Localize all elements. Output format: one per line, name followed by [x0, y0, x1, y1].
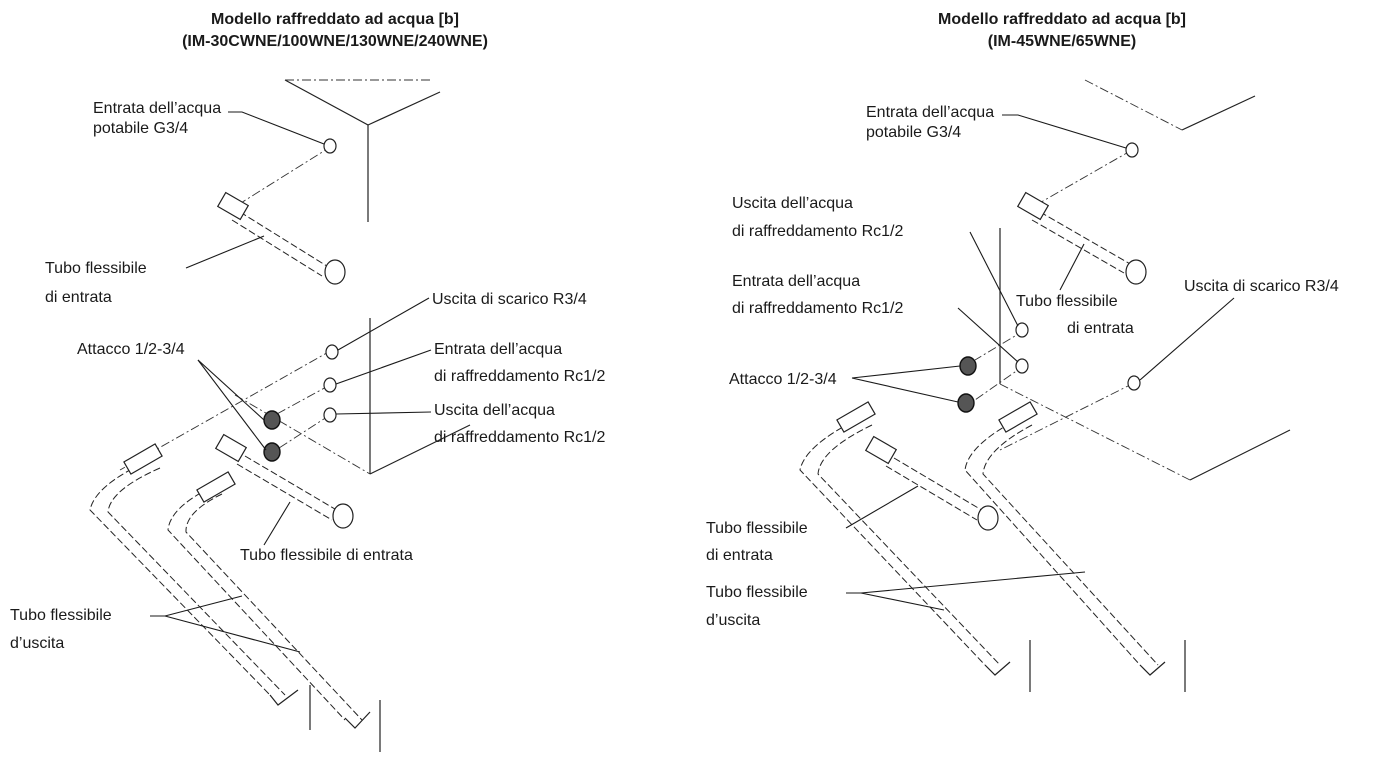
- right-label-outlet-hose-1: Tubo flessibile: [706, 584, 808, 601]
- right-label-inlet-hose-mid-1: Tubo flessibile: [1016, 293, 1118, 310]
- outlet-hose-coupling-1: [123, 443, 163, 475]
- left-upper-inlet-hose: [216, 138, 346, 285]
- right-panel: Modello raffreddato ad acqua [b] (IM-45W…: [706, 11, 1339, 692]
- right-label-inlet-hose-mid-2: di entrata: [1067, 320, 1134, 337]
- right-outlet-hoses: [799, 401, 1186, 692]
- adapter-fitting-2: [263, 442, 281, 462]
- right-label-potable-inlet-2: potabile G3/4: [866, 124, 961, 141]
- left-panel: Modello raffreddato ad acqua [b] (IM-30C…: [10, 11, 605, 752]
- right-connection-row: [957, 322, 1141, 451]
- right-title-line-1: Modello raffreddato ad acqua [b]: [938, 11, 1186, 28]
- right-drain-outlet-fitting: [1127, 375, 1141, 391]
- hose-end-fitting: [324, 259, 346, 285]
- left-label-outlet-hose-2: d’uscita: [10, 635, 64, 652]
- left-label-inlet-hose-2: di entrata: [45, 289, 112, 306]
- left-outlet-hoses: [89, 443, 381, 752]
- left-machine-outline: [234, 79, 471, 475]
- left-label-cooling-inlet-2: di raffreddamento Rc1/2: [434, 368, 605, 385]
- adapter-fitting-1: [263, 410, 281, 430]
- right-cooling-outlet-fitting: [1015, 322, 1029, 338]
- left-label-inlet-hose-bottom: Tubo flessibile di entrata: [240, 547, 413, 564]
- right-cooling-inlet-fitting: [1015, 358, 1029, 374]
- right-lower-hose-nut: [864, 435, 898, 465]
- left-label-outlet-hose-1: Tubo flessibile: [10, 607, 112, 624]
- right-upper-inlet-hose: [1016, 142, 1147, 285]
- left-title-line-1: Modello raffreddato ad acqua [b]: [211, 11, 459, 28]
- right-label-cooling-outlet-2: di raffreddamento Rc1/2: [732, 223, 903, 240]
- right-machine-outline: [999, 79, 1291, 481]
- right-label-cooling-inlet-1: Entrata dell’acqua: [732, 273, 860, 290]
- left-lower-inlet-hose: [214, 433, 354, 529]
- right-adapter-fitting-2: [957, 393, 975, 413]
- right-hose-end: [1125, 259, 1147, 285]
- right-label-cooling-inlet-2: di raffreddamento Rc1/2: [732, 300, 903, 317]
- outlet-hose-coupling-2: [196, 471, 236, 503]
- cooling-inlet-fitting: [323, 377, 337, 393]
- right-label-potable-inlet-1: Entrata dell’acqua: [866, 104, 994, 121]
- right-potable-inlet-fitting: [1125, 142, 1139, 158]
- right-hose-nut: [1016, 191, 1050, 221]
- left-label-potable-inlet-2: potabile G3/4: [93, 120, 188, 137]
- right-label-adapter: Attacco 1/2-3/4: [729, 371, 837, 388]
- left-label-adapter: Attacco 1/2-3/4: [77, 341, 185, 358]
- left-label-potable-inlet-1: Entrata dell’acqua: [93, 100, 221, 117]
- potable-inlet-fitting: [323, 138, 337, 154]
- lower-hose-nut: [214, 433, 248, 463]
- right-label-inlet-hose-1: Tubo flessibile: [706, 520, 808, 537]
- left-label-inlet-hose-1: Tubo flessibile: [45, 260, 147, 277]
- left-label-cooling-outlet-1: Uscita dell’acqua: [434, 402, 555, 419]
- right-label-cooling-outlet-1: Uscita dell’acqua: [732, 195, 853, 212]
- left-label-cooling-inlet-1: Entrata dell’acqua: [434, 341, 562, 358]
- left-label-drain-outlet: Uscita di scarico R3/4: [432, 291, 587, 308]
- drain-outlet-fitting: [325, 344, 339, 360]
- left-label-cooling-outlet-2: di raffreddamento Rc1/2: [434, 429, 605, 446]
- right-title-line-2: (IM-45WNE/65WNE): [988, 33, 1136, 50]
- right-adapter-fitting-1: [959, 356, 977, 376]
- hose-nut-fitting: [216, 191, 250, 221]
- right-lower-hose-end: [977, 505, 999, 531]
- right-lower-inlet-hose: [864, 435, 999, 531]
- left-title-line-2: (IM-30CWNE/100WNE/130WNE/240WNE): [182, 33, 488, 50]
- left-connection-row: [119, 344, 339, 471]
- right-label-inlet-hose-2: di entrata: [706, 547, 773, 564]
- right-outlet-coupling-2: [998, 401, 1038, 433]
- right-label-drain-outlet: Uscita di scarico R3/4: [1184, 278, 1339, 295]
- right-outlet-coupling-1: [836, 401, 876, 433]
- lower-hose-end: [332, 503, 354, 529]
- right-label-outlet-hose-2: d’uscita: [706, 612, 760, 629]
- cooling-outlet-fitting: [323, 407, 337, 423]
